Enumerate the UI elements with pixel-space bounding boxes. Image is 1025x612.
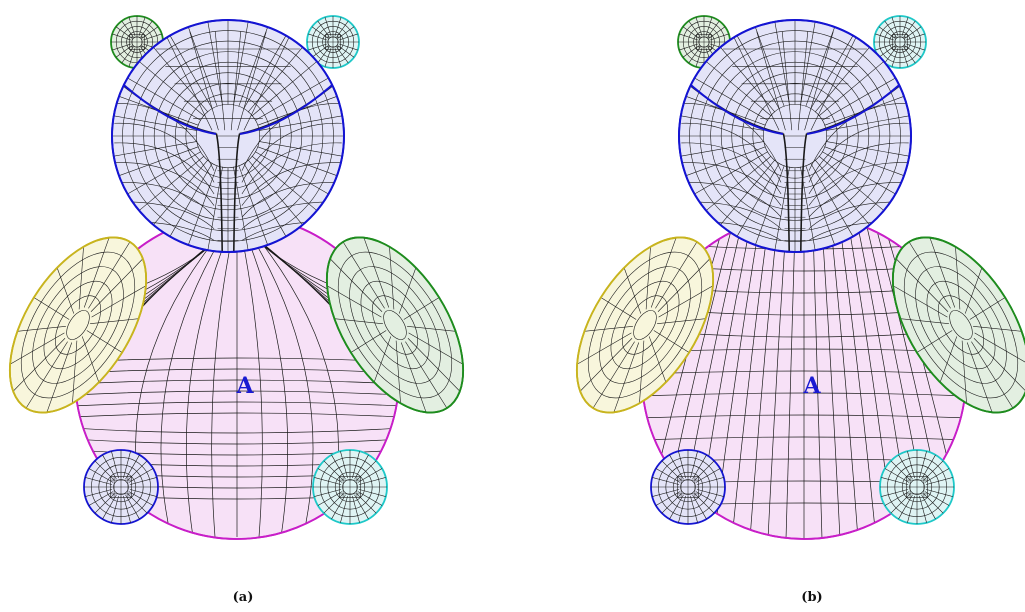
head-region [678,19,912,253]
right-arm-region [891,236,1025,414]
right-foot-region [879,449,955,525]
head-region [111,19,345,253]
left-arm-region [575,236,715,414]
panel-a: A [8,15,465,540]
left-foot-region [83,449,159,525]
right-ear-region [306,15,360,69]
right-foot-region [312,449,388,525]
right-arm-region [325,236,465,414]
region-label: A [235,373,254,399]
right-ear-region [873,15,927,69]
region-label: A [802,373,821,399]
panel-b-caption: (b) [801,590,823,605]
left-arm-region [8,236,148,414]
panel-a-caption: (a) [232,590,254,605]
left-foot-region [650,449,726,525]
panel-b: A [575,15,1025,540]
